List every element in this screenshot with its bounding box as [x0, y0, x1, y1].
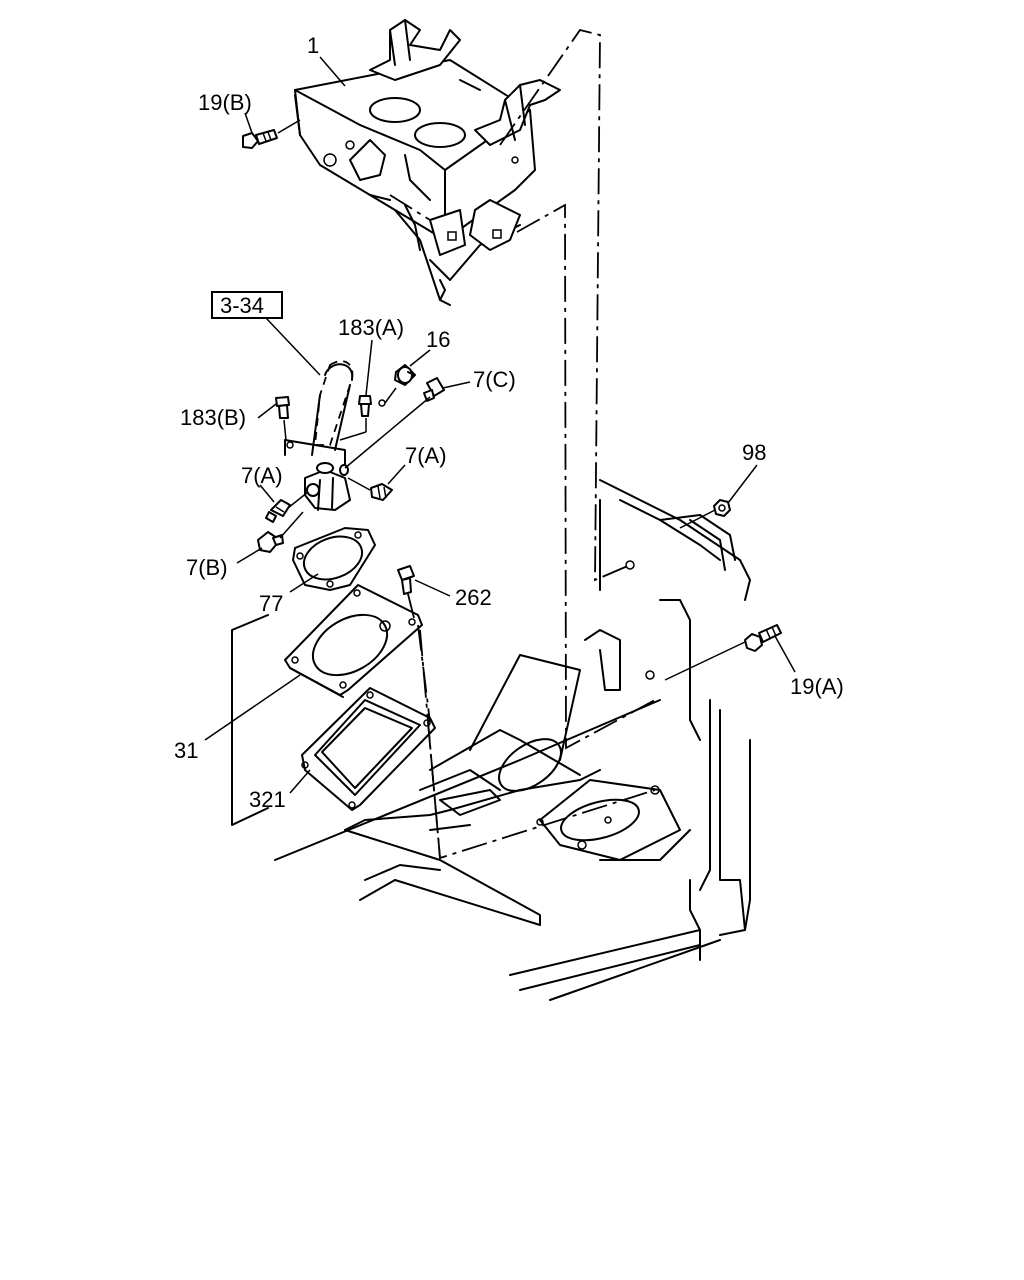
label-part-31: 31 [174, 738, 198, 763]
gasket-321 [301, 687, 436, 811]
label-part-98: 98 [742, 440, 766, 465]
bolt-19a [744, 624, 782, 652]
nut-98 [713, 499, 731, 517]
group-bracket [231, 614, 269, 826]
label-part-1: 1 [307, 33, 319, 58]
fitting-7a-left [265, 499, 291, 523]
label-part-7c: 7(C) [473, 367, 516, 392]
assembly-lines [277, 28, 746, 860]
fitting-7c [423, 377, 445, 402]
bolt-183b [275, 396, 290, 419]
part-labels: 1 19(B) 3-34 183(A) 16 7(C) 183(B) 7(A) … [174, 33, 844, 812]
label-part-7a-left: 7(A) [241, 463, 283, 488]
vehicle-frame [274, 479, 751, 1001]
label-part-321: 321 [249, 787, 286, 812]
gasket-77 [292, 527, 376, 591]
label-part-7a-right: 7(A) [405, 443, 447, 468]
label-part-183b: 183(B) [180, 405, 246, 430]
leader-lines [204, 56, 796, 794]
label-part-7b: 7(B) [186, 555, 228, 580]
label-ref-3-34: 3-34 [220, 293, 264, 318]
fitting-7a-right [370, 483, 393, 501]
bolt-262 [397, 565, 415, 595]
bolt-19b [242, 129, 278, 149]
bolt-183a [358, 395, 372, 417]
switch-16 [378, 364, 416, 407]
bracket-assembly [294, 19, 561, 306]
lever-assembly [284, 360, 354, 511]
label-part-77: 77 [259, 591, 283, 616]
plate-31 [284, 584, 423, 698]
label-part-16: 16 [426, 327, 450, 352]
label-part-262: 262 [455, 585, 492, 610]
label-part-19a: 19(A) [790, 674, 844, 699]
reference-box [211, 291, 283, 319]
label-part-19b: 19(B) [198, 90, 252, 115]
label-part-183a: 183(A) [338, 315, 404, 340]
